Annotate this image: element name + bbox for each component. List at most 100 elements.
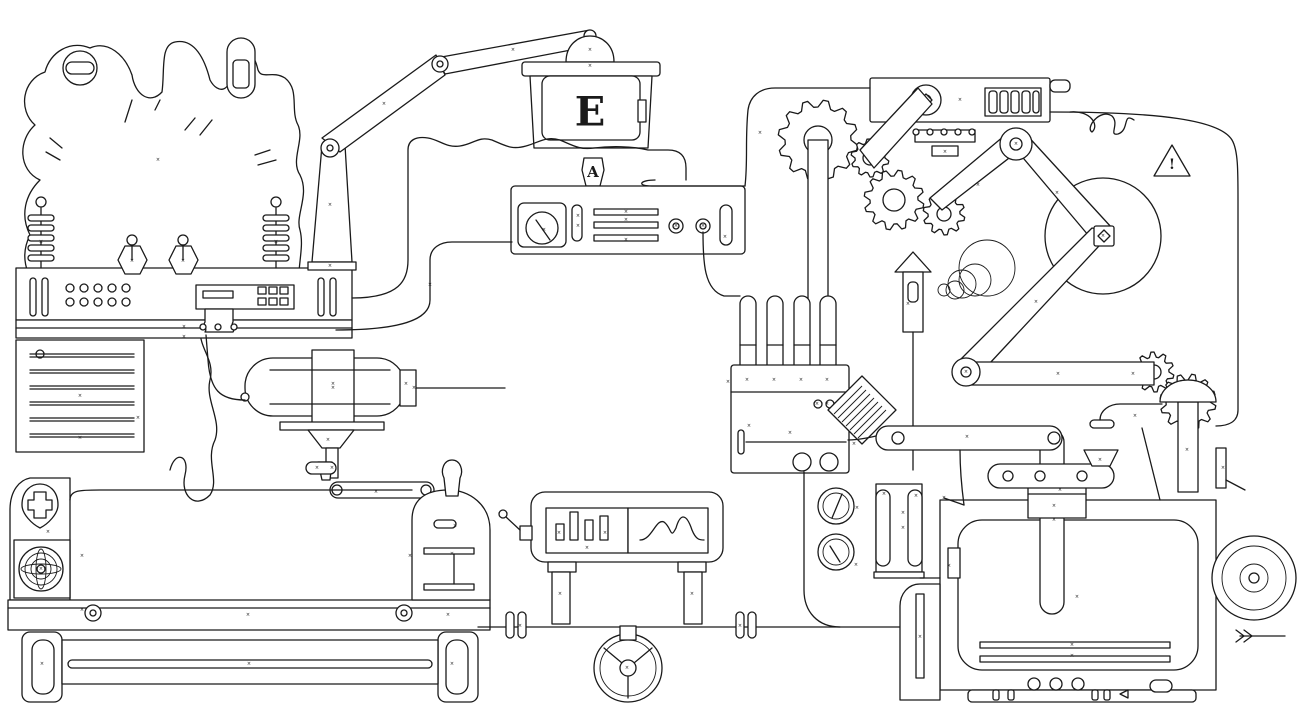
fastener-mark: × [428,282,432,288]
fastener-mark: × [40,661,44,667]
fastener-mark: × [745,377,749,383]
fastener-mark: × [328,263,332,269]
fastener-mark: × [326,437,330,443]
fastener-mark: × [855,505,859,511]
fastener-mark: × [852,441,856,447]
fastener-mark: × [156,157,160,163]
lined-panel [15,339,145,453]
fastener-mark: × [901,525,905,531]
arrow-right-icon [1235,629,1286,643]
fastener-mark: × [450,661,454,667]
fastener-mark: × [39,566,43,572]
fastener-mark: × [247,661,251,667]
coil-post-right [262,196,290,269]
plus-icon [27,491,53,519]
horizontal-arm [875,425,1115,489]
coil-post-left [27,196,55,269]
fastener-marks: × × × × × × × × × × × × × × × × × × × × × × × × × × × × × × × × × × × × × × × ×… [39,47,1225,671]
paper-printout [199,308,238,333]
bubble-cluster [937,239,1016,300]
fastener-mark: × [446,612,450,618]
fastener-mark: × [674,223,678,229]
gauge-panel [510,185,746,255]
fastener-mark: × [518,623,522,629]
fastener-mark: × [1101,233,1105,239]
fastener-mark: × [558,591,562,597]
fastener-mark: × [408,553,412,559]
fastener-mark: × [1058,487,1062,493]
fastener-mark: × [738,623,742,629]
fastener-mark: × [625,665,629,671]
squiggle-cable [1069,111,1135,135]
fastener-mark: × [328,202,332,208]
fastener-mark: × [854,562,858,568]
fastener-mark: × [374,489,378,495]
fan-machine [9,477,71,601]
warning-triangle-icon: ! [1169,157,1175,173]
fastener-mark: × [965,434,969,440]
fastener-mark: × [1070,642,1074,648]
fastener-mark: × [315,465,319,471]
conveyor-bed [7,459,491,703]
letter-display: E [521,61,661,149]
fastener-mark: × [942,495,946,501]
fastener-mark: × [918,634,922,640]
fastener-mark: × [976,182,980,188]
plug-sign: A [581,157,605,187]
fastener-mark: × [1052,503,1056,509]
fastener-mark: × [331,385,335,391]
disc-roller [1211,447,1297,621]
hook-tube [1099,403,1163,501]
fastener-mark: × [274,239,278,245]
fastener-mark: × [1098,457,1102,463]
fastener-mark: × [603,530,607,536]
fastener-mark: × [825,401,829,407]
display-letter: E [575,89,606,136]
fan-icon [36,564,46,574]
cloud-capsule-right [226,37,256,99]
fastener-mark: × [46,529,50,535]
fastener-mark: × [511,47,515,53]
fastener-mark: × [450,551,454,557]
fastener-mark: × [747,423,751,429]
gauges-stack [803,471,855,628]
fastener-mark: × [181,258,185,264]
fastener-mark: × [39,239,43,245]
fastener-mark: × [1185,447,1189,453]
fastener-mark: × [80,553,84,559]
chart-monitor [498,491,724,625]
fastener-mark: × [1056,371,1060,377]
fastener-mark: × [1014,141,1018,147]
fastener-mark: × [772,377,776,383]
linkage-arms [929,127,1155,387]
cloud-porthole-left [62,50,98,86]
fastener-mark: × [588,63,592,69]
lab-base [730,364,897,474]
fastener-mark: × [576,213,580,219]
fastener-mark: × [588,47,592,53]
fastener-mark: × [557,530,561,536]
fastener-mark: × [943,149,947,155]
hex-nut-right [168,234,199,275]
fastener-mark: × [182,324,186,330]
fastener-mark: × [882,491,886,497]
fastener-mark: × [80,607,84,613]
fastener-mark: × [542,227,546,233]
main-console [15,267,353,339]
fastener-mark: × [723,234,727,240]
fastener-mark: × [958,97,962,103]
control-switches [992,677,1173,701]
fastener-mark: × [330,465,334,471]
fastener-mark: × [453,523,457,529]
fastener-mark: × [914,493,918,499]
fastener-mark: × [78,393,82,399]
fastener-mark: × [690,591,694,597]
fastener-mark: × [1133,413,1137,419]
fastener-mark: × [964,369,968,375]
fastener-mark: × [585,545,589,551]
coil-stack [873,483,925,579]
fastener-mark: × [78,435,82,441]
hex-nut-left [117,234,148,275]
flywheel [593,625,663,703]
